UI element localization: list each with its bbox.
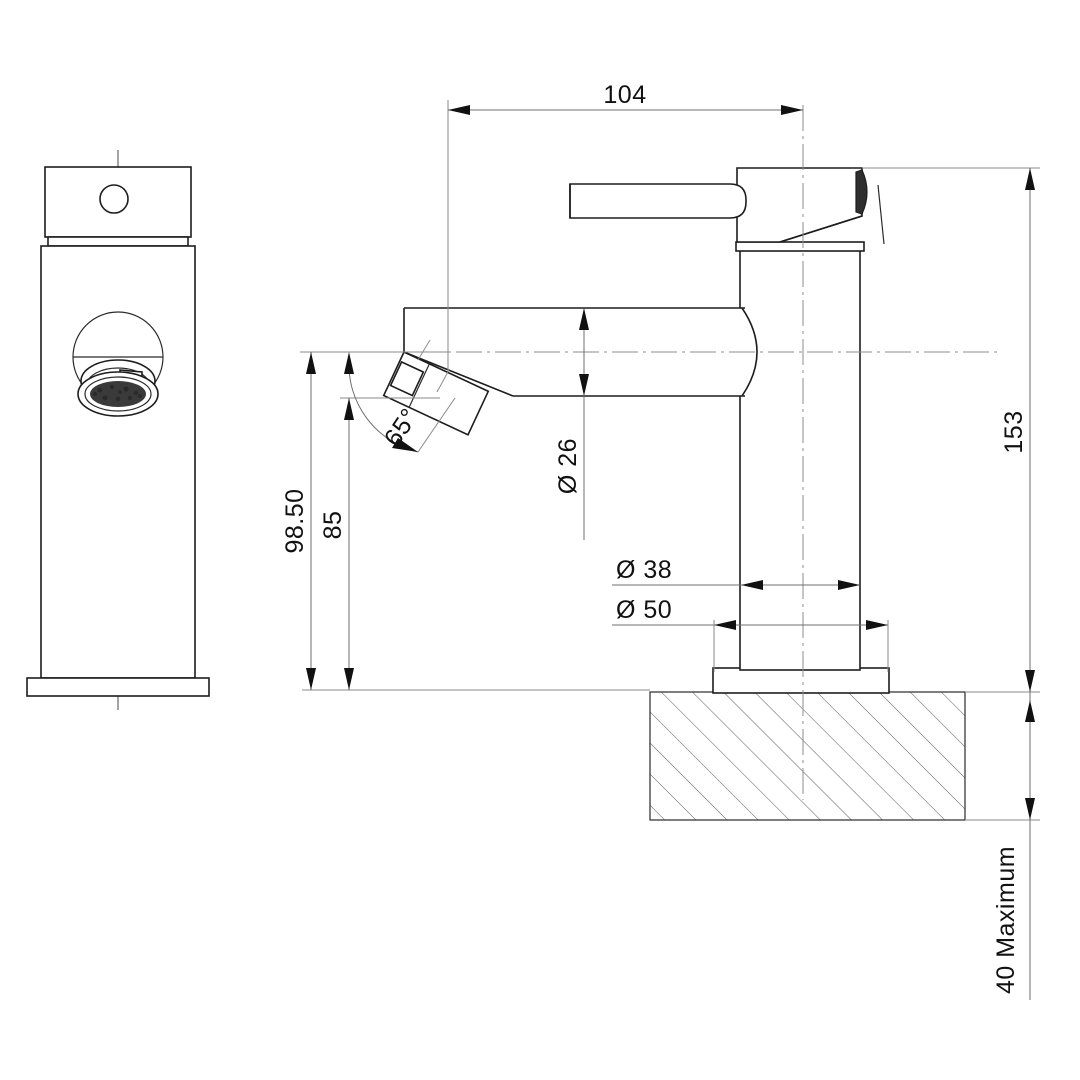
dim-104-label: 104 <box>603 81 646 109</box>
dim-body-diameter: Ø 38 <box>612 556 860 590</box>
dim-d38-arrow-left <box>741 580 763 590</box>
dim-aerator-height: 85 <box>319 397 440 690</box>
dim-104-arrow-left <box>448 105 470 115</box>
dim-9850-label: 98.50 <box>281 488 309 553</box>
dim-153-label: 153 <box>1000 410 1028 453</box>
dim-40max-label: 40 Maximum <box>992 846 1020 994</box>
dim-d26-arrow-bottom <box>579 374 589 396</box>
aerator-centermark-a <box>417 339 431 361</box>
aerator-mesh-recess <box>389 360 425 397</box>
dim-spout-height: 98.50 <box>281 351 650 691</box>
countertop-hatch-fill <box>650 692 965 820</box>
dim-max-thickness: 40 Maximum <box>992 692 1035 1000</box>
dim-85-arrow-bottom <box>344 668 354 690</box>
countertop-section <box>649 691 966 821</box>
dim-40max-arrow-bottom <box>1025 798 1035 820</box>
dim-d50-arrow-right <box>866 620 888 630</box>
aerator-to-spout-underside <box>403 351 514 397</box>
side-body-column <box>739 249 861 671</box>
dim-flange-diameter: Ø 50 <box>612 596 889 672</box>
front-base-flange <box>26 677 210 697</box>
aerator-mesh-texture <box>90 381 146 407</box>
front-elevation-view <box>26 150 210 710</box>
dim-65-arrow-datum <box>344 352 354 374</box>
dim-9850-arrow-bottom <box>306 668 316 690</box>
dim-153-arrow-top <box>1025 168 1035 190</box>
handle-chamfer-face <box>855 169 868 215</box>
dim-153-arrow-bottom <box>1025 670 1035 692</box>
dim-d50-arrow-left <box>714 620 736 630</box>
front-spout-aerator <box>72 311 164 417</box>
spout-column-blend <box>741 307 758 397</box>
side-lever-handle-arm <box>569 183 747 219</box>
handle-side-profile-edge <box>877 184 885 245</box>
dim-65-arrow-nozzle <box>392 438 418 452</box>
dim-d26-arrow-top <box>579 308 589 330</box>
front-body-column <box>40 245 196 679</box>
dim-spout-diameter: Ø 26 <box>554 308 589 540</box>
dim-overall-height: 153 <box>862 167 1040 692</box>
aerator-centermark-b <box>436 369 450 393</box>
handle-pivot-hole-icon <box>99 184 129 214</box>
dim-d38-arrow-right <box>838 580 860 590</box>
dim-d50-label: Ø 50 <box>616 596 672 624</box>
dim-85-arrow-top <box>344 398 354 420</box>
side-angled-aerator <box>382 350 490 436</box>
side-cartridge-housing <box>736 167 863 243</box>
dim-spout-reach: 104 <box>447 81 803 372</box>
side-body-top-plate <box>735 241 865 252</box>
dim-d38-label: Ø 38 <box>616 556 672 584</box>
dim-9850-arrow-top <box>306 352 316 374</box>
dim-104-arrow-right <box>781 105 803 115</box>
front-handle-base-plate <box>47 236 189 247</box>
dim-d26-label: Ø 26 <box>554 438 582 494</box>
dim-65-leader <box>417 397 456 453</box>
aerator-step-line <box>408 363 430 408</box>
side-base-flange <box>712 667 890 694</box>
side-elevation-view <box>300 105 1040 821</box>
dim-85-label: 85 <box>319 511 347 540</box>
front-lever-handle-cap <box>44 166 192 238</box>
dim-40max-arrow-top <box>1025 700 1035 722</box>
handle-underside-edge <box>779 215 863 243</box>
